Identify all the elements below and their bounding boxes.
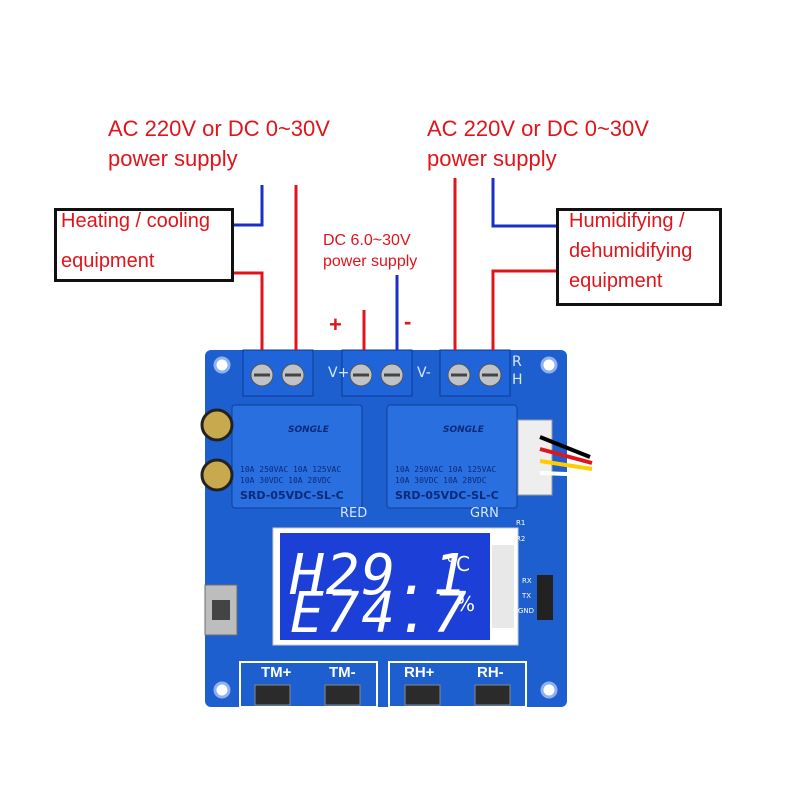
terminal-block-power — [341, 349, 413, 397]
relay-right-spec2: 10A 30VDC 10A 28VDC — [395, 476, 487, 485]
lcd-side — [492, 545, 514, 628]
silk-gnd: GND — [518, 607, 535, 615]
button-label-tm-minus: TM- — [329, 664, 356, 681]
silk-grn: GRN — [470, 506, 499, 521]
silk-red: RED — [340, 506, 368, 521]
sensor-connector — [517, 419, 553, 496]
silk-v-minus: V- — [417, 365, 431, 381]
capacitor — [200, 408, 234, 442]
silk-tx: TX — [522, 592, 532, 600]
silk-r1: R1 — [516, 519, 526, 527]
wire-heating-red — [231, 271, 264, 350]
terminal-block-right — [439, 349, 511, 397]
silk-h: H — [512, 372, 523, 388]
silk-r: R — [512, 354, 522, 370]
wire-left-supply-blue — [231, 185, 264, 227]
mounting-hole — [540, 356, 558, 374]
button-label-rh-minus: RH- — [477, 664, 504, 681]
minus-sign: - — [404, 309, 412, 334]
switch-rh-minus — [474, 684, 511, 706]
relay-right-brand: SONGLE — [443, 425, 484, 435]
lcd-unit-temperature: °C — [446, 552, 470, 576]
uart-header — [537, 575, 553, 620]
right-supply-label-line2: power supply — [427, 146, 557, 171]
switch-tm-minus — [324, 684, 361, 706]
button-label-tm-plus: TM+ — [261, 664, 292, 681]
mounting-hole — [540, 681, 558, 699]
heating-label-line2: equipment — [61, 250, 155, 272]
relay-left-spec1: 10A 250VAC 10A 125VAC — [240, 465, 342, 474]
switch-tm-plus — [254, 684, 291, 706]
humid-label-line1: Humidifying / — [569, 210, 685, 232]
right-supply-label-line1: AC 220V or DC 0~30V — [427, 116, 649, 141]
plus-sign: + — [329, 312, 342, 337]
silk-r2: R2 — [516, 535, 526, 543]
lcd-unit-humidity: % — [456, 592, 476, 616]
humid-label-line3: equipment — [569, 270, 663, 292]
left-supply-label-line1: AC 220V or DC 0~30V — [108, 116, 330, 141]
silk-rx: RX — [522, 577, 532, 585]
lcd-screen — [280, 533, 490, 640]
heating-label-line1: Heating / cooling — [61, 210, 210, 232]
heating-equipment-box — [54, 208, 234, 282]
mounting-hole — [213, 356, 231, 374]
relay-left-brand: SONGLE — [288, 425, 329, 435]
button-label-rh-plus: RH+ — [404, 664, 435, 681]
terminal-block-left — [242, 349, 314, 397]
capacitor — [200, 458, 234, 492]
button-area-humidity — [388, 661, 527, 708]
relay-left-model: SRD-05VDC-SL-C — [240, 489, 344, 502]
relay-right-model: SRD-05VDC-SL-C — [395, 489, 499, 502]
relay-right — [386, 404, 518, 509]
wire-right-supply-blue — [491, 178, 556, 228]
dc-supply-label-line2: power supply — [323, 253, 418, 270]
relay-left-spec2: 10A 30VDC 10A 28VDC — [240, 476, 332, 485]
relay-left — [231, 404, 363, 509]
relay-right-spec1: 10A 250VAC 10A 125VAC — [395, 465, 497, 474]
left-supply-label-line2: power supply — [108, 146, 238, 171]
silk-v-plus: V+ — [328, 365, 350, 381]
dc-supply-label-line1: DC 6.0~30V — [323, 232, 411, 249]
mounting-hole — [213, 681, 231, 699]
humidifying-equipment-box — [556, 208, 722, 306]
lcd-temperature: H29.1 — [290, 543, 469, 608]
humid-label-line2: dehumidifying — [569, 240, 693, 262]
button-area-temp — [239, 661, 378, 708]
micro-usb-opening — [212, 600, 230, 620]
wire-humid-red — [491, 269, 556, 350]
switch-rh-plus — [404, 684, 441, 706]
lcd-humidity: E74.7 — [290, 581, 469, 646]
